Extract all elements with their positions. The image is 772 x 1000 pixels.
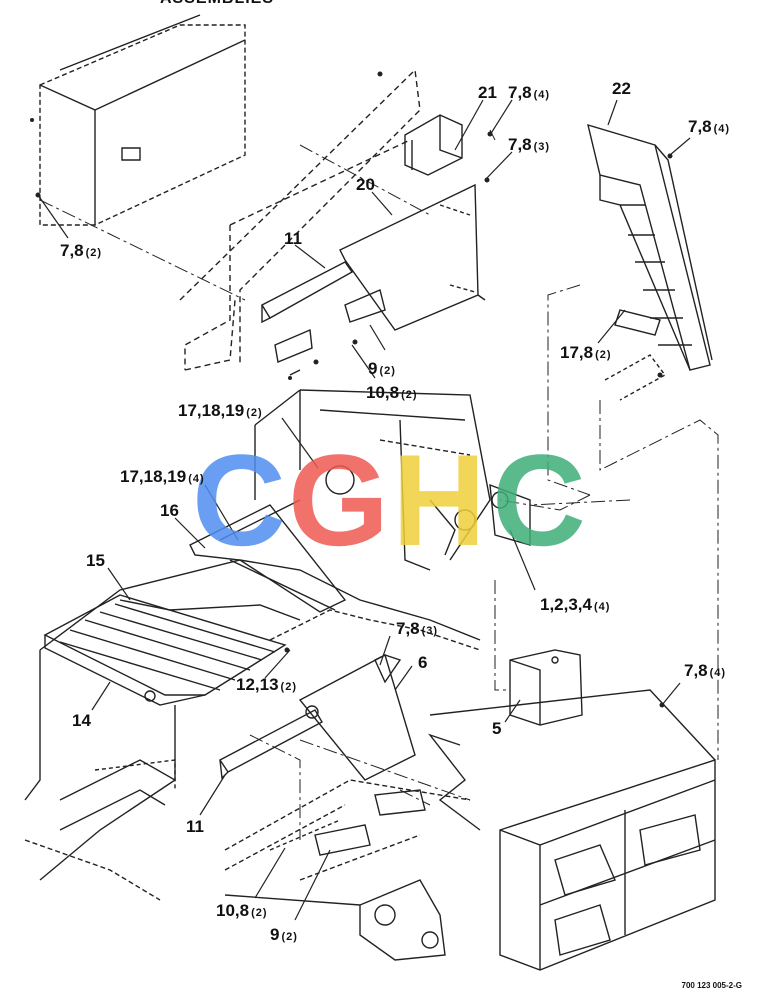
callout-part-numbers: 14	[72, 711, 91, 730]
drawing-code: 700 123 005-2-G	[681, 981, 743, 990]
callout-quantity: (4)	[188, 473, 205, 485]
callout-part-numbers: 9	[368, 359, 378, 378]
callout-part-numbers: 22	[612, 79, 631, 98]
callout-quantity: (2)	[251, 907, 268, 919]
part-11-upper-bar	[262, 262, 352, 322]
callout-part-numbers: 11	[284, 229, 302, 248]
callout-leaders	[38, 100, 690, 920]
callout-quantity: (2)	[280, 681, 297, 693]
callout-part-numbers: 16	[160, 501, 179, 520]
callout-part-numbers: 7,8	[508, 135, 532, 154]
fastener-dots	[30, 71, 673, 708]
callout-label: 1,2,3,4(4)	[540, 596, 610, 613]
callout-label: 12,13(2)	[236, 676, 297, 693]
callout-quantity: (4)	[533, 89, 551, 101]
watermark-letter-1: C	[192, 427, 286, 573]
callout-label: 9(2)	[270, 926, 298, 943]
callout-part-numbers: 5	[492, 719, 502, 738]
callout-label: 14	[72, 712, 91, 729]
callout-quantity: (2)	[401, 389, 418, 401]
callout-part-numbers: 7,8	[396, 619, 420, 638]
leader-lines	[40, 130, 718, 840]
callout-part-numbers: 7,8	[684, 661, 708, 680]
diagram-title: ASSEMBLIES	[160, 0, 274, 8]
callout-label: 21	[478, 84, 497, 101]
callout-quantity: (2)	[85, 247, 103, 259]
callout-label: 10,8(2)	[216, 902, 268, 919]
part-6-panel	[300, 655, 415, 780]
callout-label: 6	[418, 654, 427, 671]
callout-label: 17,8(2)	[560, 344, 612, 361]
callout-label: 22	[612, 80, 631, 97]
part-20-panel	[340, 185, 485, 330]
callout-label: 7,8(4)	[684, 662, 726, 679]
callout-quantity: (4)	[713, 123, 731, 135]
callout-label: 7,8(3)	[508, 136, 550, 153]
callout-part-numbers: 17,18,19	[120, 467, 187, 486]
watermark-letter-4: C	[492, 427, 586, 573]
axle-assembly	[225, 880, 445, 960]
callout-part-numbers: 7,8	[508, 83, 532, 102]
watermark-letter-3: H	[392, 427, 486, 573]
callout-quantity: (3)	[533, 141, 551, 153]
callout-part-numbers: 17,18,19	[178, 401, 245, 420]
callout-label: 17,18,19(4)	[120, 468, 205, 485]
right-storage-box	[430, 690, 715, 970]
callout-part-numbers: 10,8	[366, 383, 400, 402]
callout-part-numbers: 11	[186, 817, 204, 836]
callout-quantity: (3)	[421, 625, 439, 637]
callout-part-numbers: 7,8	[688, 117, 712, 136]
callout-quantity: (4)	[594, 601, 611, 613]
lower-frame-beam	[225, 780, 470, 880]
callout-part-numbers: 10,8	[216, 901, 250, 920]
callout-part-numbers: 7,8	[60, 241, 84, 260]
rear-panel	[180, 70, 420, 370]
part-22-ladder	[588, 125, 712, 400]
lower-brackets	[270, 790, 425, 855]
callout-quantity: (4)	[709, 667, 727, 679]
part-15-deck	[45, 595, 285, 705]
upper-brackets	[275, 290, 385, 375]
callout-label: 7,8(3)	[396, 620, 438, 637]
callout-label: 9(2)	[368, 360, 396, 377]
callout-part-numbers: 12,13	[236, 675, 279, 694]
callout-part-numbers: 1,2,3,4	[540, 595, 592, 614]
center-frame	[255, 390, 530, 570]
callout-quantity: (2)	[379, 365, 396, 377]
callout-part-numbers: 21	[478, 83, 497, 102]
callout-part-numbers: 6	[418, 653, 428, 672]
watermark-letter-2: G	[288, 427, 389, 573]
callout-label: 7,8(2)	[60, 242, 102, 259]
callout-part-numbers: 17,8	[560, 343, 594, 362]
part-11-lower-bar	[220, 706, 322, 778]
callout-label: 17,18,19(2)	[178, 402, 263, 419]
main-frame-body	[25, 560, 480, 900]
callout-label: 7,8(4)	[688, 118, 730, 135]
callout-label: 10,8(2)	[366, 384, 418, 401]
callout-label: 7,8(4)	[508, 84, 550, 101]
callout-part-numbers: 15	[86, 551, 105, 570]
callout-label: 16	[160, 502, 179, 519]
part-21-bracket	[405, 115, 462, 175]
callout-label: 15	[86, 552, 105, 569]
upper-shield-box	[40, 15, 245, 225]
callout-quantity: (2)	[281, 931, 298, 943]
callout-label: 5	[492, 720, 501, 737]
callout-part-numbers: 9	[270, 925, 280, 944]
callout-quantity: (2)	[595, 349, 612, 361]
callout-label: 20	[356, 176, 375, 193]
callout-quantity: (2)	[246, 407, 263, 419]
callout-label: 11	[284, 230, 302, 247]
callout-label: 11	[186, 818, 204, 835]
callout-part-numbers: 20	[356, 175, 375, 194]
